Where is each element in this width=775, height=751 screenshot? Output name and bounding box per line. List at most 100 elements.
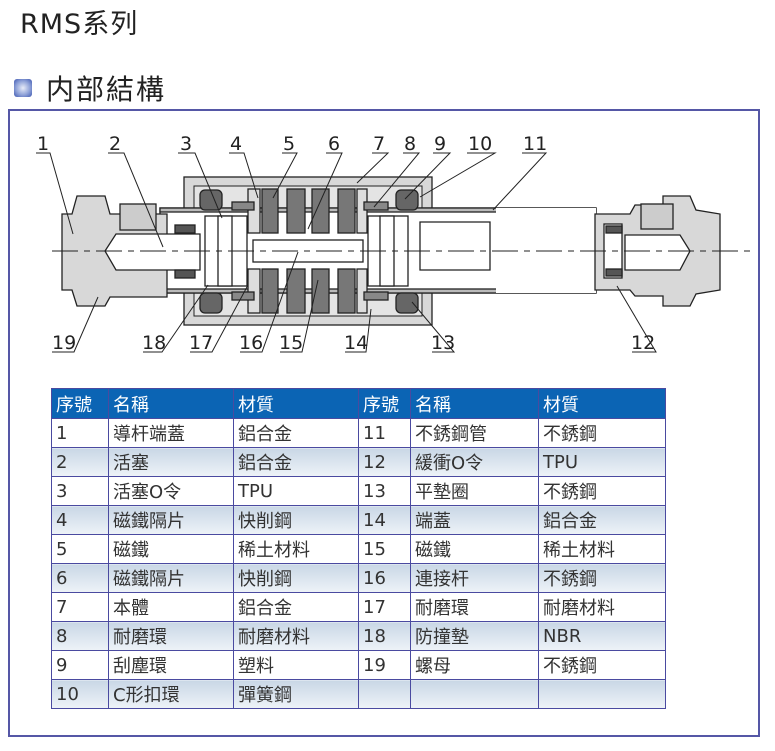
- part-material: 鋁合金: [233, 447, 359, 477]
- part-no: 15: [358, 534, 411, 564]
- part-material: 耐磨材料: [233, 621, 359, 651]
- part-no: 3: [51, 476, 109, 506]
- label-17: 17: [189, 332, 213, 354]
- leader-lines: [36, 152, 657, 353]
- label-4: 4: [230, 133, 242, 155]
- part-no: 10: [51, 679, 109, 709]
- label-5: 5: [283, 133, 295, 155]
- part-name: 端蓋: [410, 505, 539, 535]
- page-title: RMS系列: [20, 9, 139, 40]
- part-material: [538, 679, 666, 709]
- label-3: 3: [180, 133, 192, 155]
- part-no: 9: [51, 650, 109, 680]
- part-no: 11: [358, 418, 411, 448]
- label-10: 10: [468, 133, 492, 155]
- part-name: 磁鐵: [410, 534, 539, 564]
- part-name: 連接杆: [410, 563, 539, 593]
- part-no: 16: [358, 563, 411, 593]
- part-no: 17: [358, 592, 411, 622]
- cylinder-cross-section-diagram: 1 2 3 4 5 6 7 8 9 10 11 19 18 17 16 15 1…: [36, 133, 752, 354]
- magnet-stack: [261, 188, 356, 314]
- header-material: 材質: [538, 388, 666, 419]
- part-material: 稀土材料: [538, 534, 666, 564]
- part-name: 活塞O令: [108, 476, 234, 506]
- part-material: TPU: [538, 447, 666, 477]
- label-1: 1: [37, 133, 49, 155]
- label-11: 11: [523, 133, 547, 155]
- label-2: 2: [109, 133, 121, 155]
- part-material: 快削鋼: [233, 505, 359, 535]
- label-19: 19: [52, 332, 76, 354]
- part-name: 磁鐵隔片: [108, 505, 234, 535]
- part-material: TPU: [233, 476, 359, 506]
- part-no: 7: [51, 592, 109, 622]
- part-no: 5: [51, 534, 109, 564]
- part-material: 稀土材料: [233, 534, 359, 564]
- part-material: 鋁合金: [538, 505, 666, 535]
- part-no: 8: [51, 621, 109, 651]
- label-7: 7: [373, 133, 385, 155]
- label-15: 15: [279, 332, 303, 354]
- part-name: 磁鐵隔片: [108, 563, 234, 593]
- label-6: 6: [328, 133, 340, 155]
- header-no: 序號: [51, 388, 109, 419]
- part-name: 活塞: [108, 447, 234, 477]
- part-no: 13: [358, 476, 411, 506]
- label-14: 14: [344, 332, 368, 354]
- part-name: 本體: [108, 592, 234, 622]
- part-material: NBR: [538, 621, 666, 651]
- blue-square-bullet-icon: [14, 79, 32, 97]
- label-9: 9: [434, 133, 446, 155]
- part-no: 12: [358, 447, 411, 477]
- part-name: 螺母: [410, 650, 539, 680]
- part-no: 4: [51, 505, 109, 535]
- part-name: 不銹鋼管: [410, 418, 539, 448]
- header-name: 名稱: [108, 388, 234, 419]
- part-material: 不銹鋼: [538, 418, 666, 448]
- part-name: C形扣環: [108, 679, 234, 709]
- header-material: 材質: [233, 388, 359, 419]
- part-material: 耐磨材料: [538, 592, 666, 622]
- part-name: 平墊圈: [410, 476, 539, 506]
- part-material: 不銹鋼: [538, 563, 666, 593]
- part-name: 防撞墊: [410, 621, 539, 651]
- content-frame: [8, 109, 760, 737]
- label-12: 12: [631, 332, 655, 354]
- part-name: 導杆端蓋: [108, 418, 234, 448]
- header-name: 名稱: [410, 388, 539, 419]
- header-no: 序號: [358, 388, 411, 419]
- part-name: 刮塵環: [108, 650, 234, 680]
- label-8: 8: [404, 133, 416, 155]
- part-no: 14: [358, 505, 411, 535]
- label-13: 13: [431, 332, 455, 354]
- part-material: 鋁合金: [233, 592, 359, 622]
- part-no: 6: [51, 563, 109, 593]
- part-name: 耐磨環: [410, 592, 539, 622]
- part-material: 彈簧鋼: [233, 679, 359, 709]
- table-header-row: 序號 名稱 材質 序號 名稱 材質: [51, 388, 666, 419]
- part-name: 緩衝O令: [410, 447, 539, 477]
- label-16: 16: [239, 332, 263, 354]
- part-name: 耐磨環: [108, 621, 234, 651]
- part-no: 19: [358, 650, 411, 680]
- part-no: 2: [51, 447, 109, 477]
- part-material: 塑料: [233, 650, 359, 680]
- part-name: [410, 679, 539, 709]
- part-material: 快削鋼: [233, 563, 359, 593]
- part-no: [358, 679, 411, 709]
- section-title: 内部結構: [46, 73, 167, 106]
- part-material: 不銹鋼: [538, 650, 666, 680]
- part-name: 磁鐵: [108, 534, 234, 564]
- label-18: 18: [142, 332, 166, 354]
